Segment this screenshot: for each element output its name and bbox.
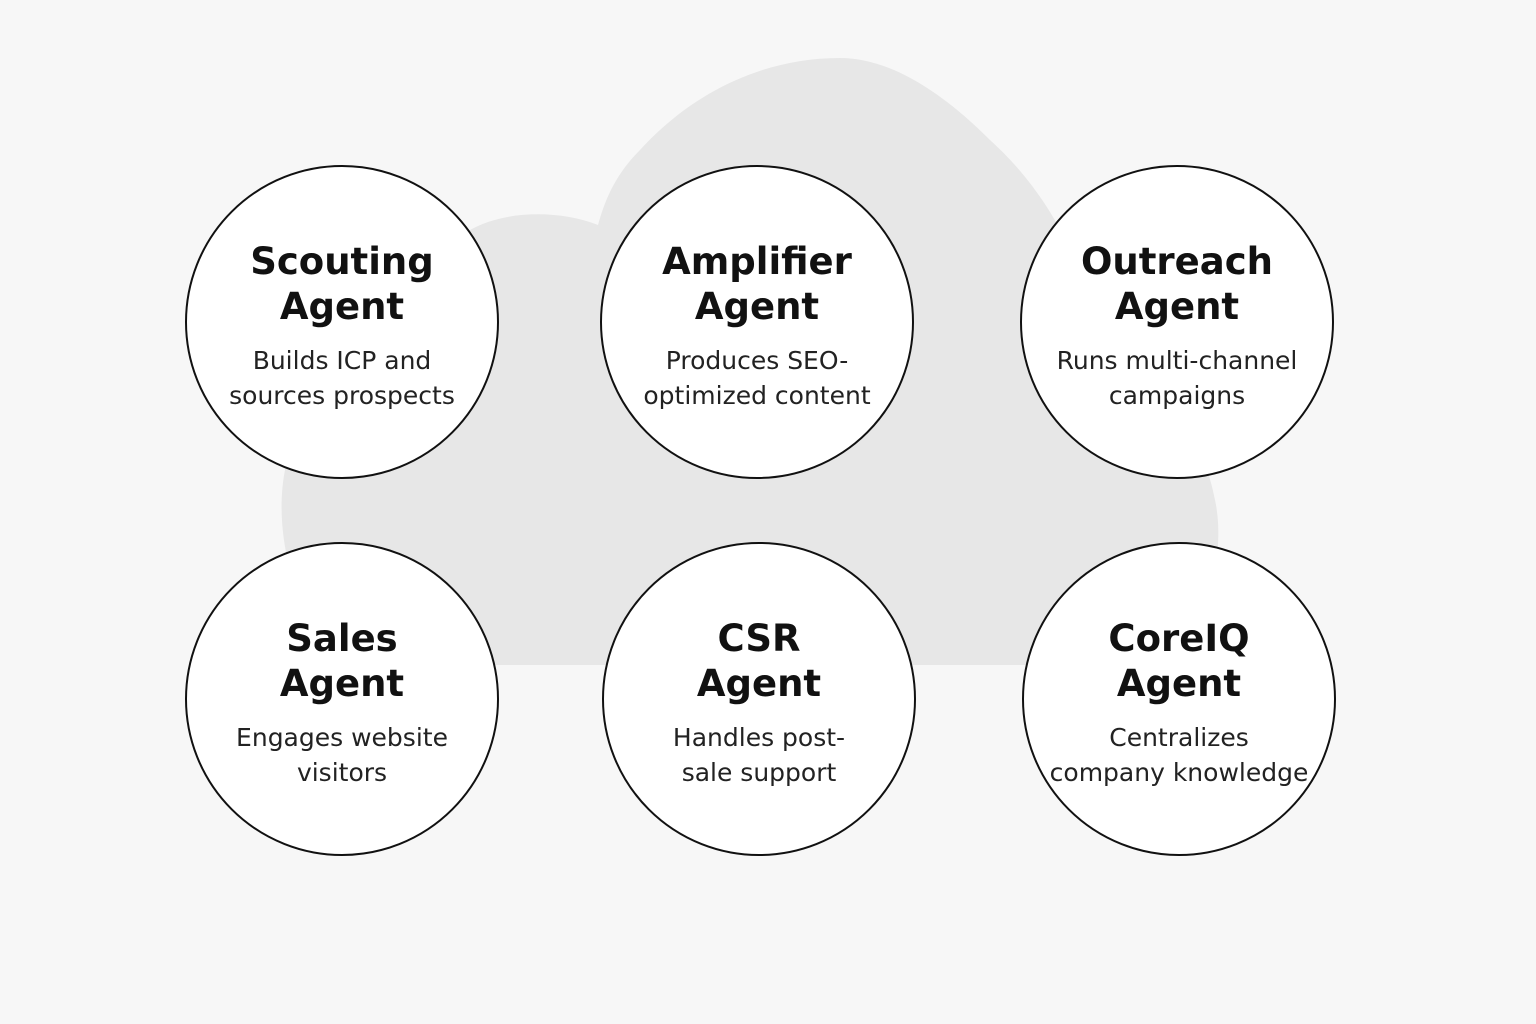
agent-title-line: Agent (279, 662, 405, 705)
agent-title: Scouting Agent (187, 239, 497, 329)
agent-description-line: sale support (681, 758, 837, 787)
agent-description-line: Handles post- (672, 723, 846, 752)
agent-title-line: CoreIQ (1108, 617, 1250, 660)
agent-title-line: Outreach (1080, 240, 1274, 283)
agent-description: Runs multi-channel campaigns (1022, 343, 1332, 413)
agent-title-line: Sales (286, 617, 398, 660)
agent-title-line: Agent (279, 285, 405, 328)
agent-card-outreach: Outreach Agent Runs multi-channel campai… (1020, 165, 1334, 479)
agent-title: CoreIQ Agent (1024, 616, 1334, 706)
agent-title-line: Agent (696, 662, 822, 705)
agent-card-coreiq: CoreIQ Agent Centralizes company knowled… (1022, 542, 1336, 856)
agent-title: Outreach Agent (1022, 239, 1332, 329)
agent-title-line: Agent (694, 285, 820, 328)
agent-description-line: sources prospects (229, 381, 455, 410)
agent-description-line: Produces SEO- (665, 346, 849, 375)
agent-description-line: Runs multi-channel (1056, 346, 1298, 375)
agent-title: CSR Agent (604, 616, 914, 706)
agent-card-csr: CSR Agent Handles post- sale support (602, 542, 916, 856)
agent-description-line: visitors (296, 758, 388, 787)
agent-description: Produces SEO- optimized content (602, 343, 912, 413)
agent-description-line: optimized content (643, 381, 871, 410)
agent-description-line: Engages website (236, 723, 448, 752)
agent-title-line: Scouting (250, 240, 434, 283)
agent-title-line: Agent (1114, 285, 1240, 328)
agent-title-line: CSR (717, 617, 801, 660)
agent-card-sales: Sales Agent Engages website visitors (185, 542, 499, 856)
agent-title: Amplifier Agent (602, 239, 912, 329)
agent-title-line: Amplifier (662, 240, 852, 283)
agent-title-line: Agent (1116, 662, 1242, 705)
agent-description-line: campaigns (1108, 381, 1246, 410)
agent-description-line: Builds ICP and (252, 346, 432, 375)
agent-description-line: company knowledge (1049, 758, 1309, 787)
agent-description-line: Centralizes (1109, 723, 1249, 752)
agent-title: Sales Agent (187, 616, 497, 706)
agent-card-amplifier: Amplifier Agent Produces SEO- optimized … (600, 165, 914, 479)
agent-description: Builds ICP and sources prospects (187, 343, 497, 413)
agent-card-scouting: Scouting Agent Builds ICP and sources pr… (185, 165, 499, 479)
agent-description: Engages website visitors (187, 720, 497, 790)
agent-description: Centralizes company knowledge (1024, 720, 1334, 790)
agent-description: Handles post- sale support (604, 720, 914, 790)
